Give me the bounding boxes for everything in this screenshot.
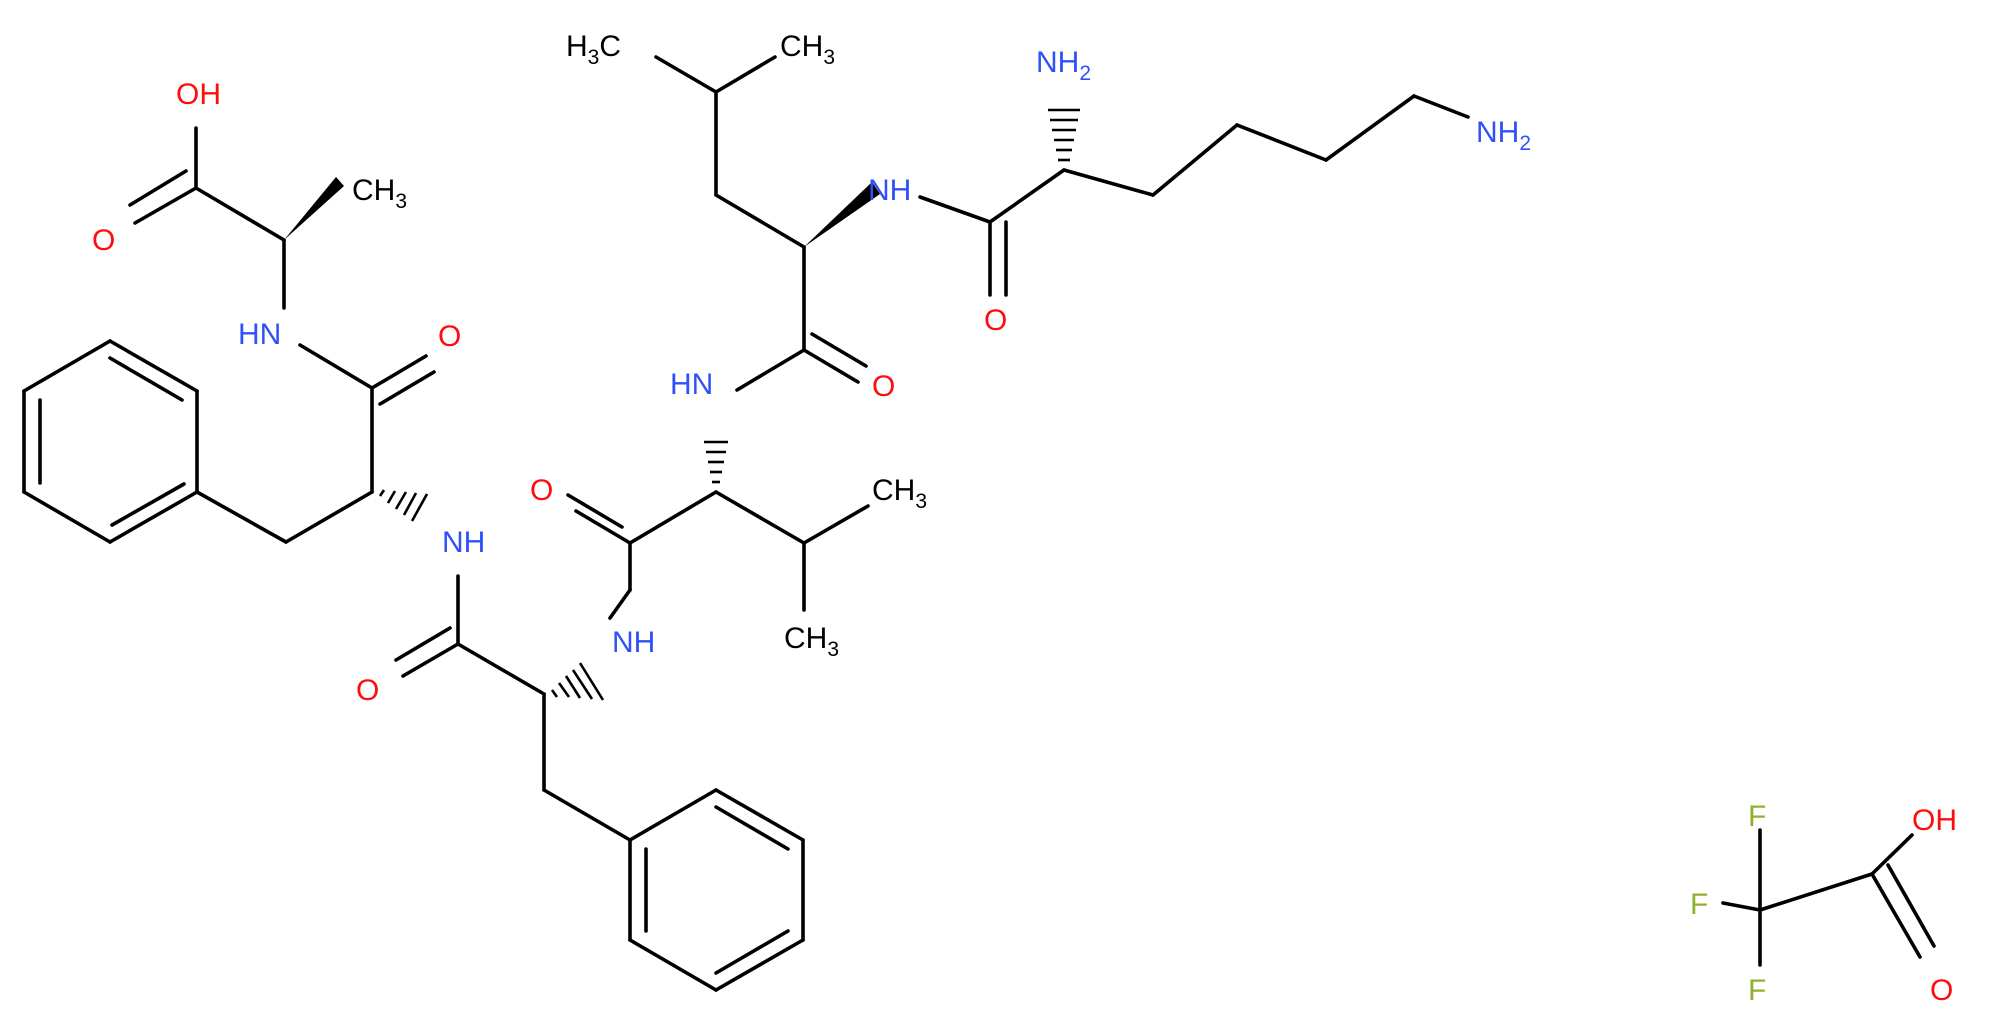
lys-carbonyl-oxygen-label: O xyxy=(984,304,1007,337)
wedge-bonds xyxy=(284,177,880,247)
lys-alpha-amine-label: NH2 xyxy=(1036,46,1091,85)
ala-carbonyl-oxygen-label: O xyxy=(92,224,115,257)
val-methyl-bottom-label: CH3 xyxy=(784,622,839,661)
phe1-amide-nh-label: HN xyxy=(238,318,281,351)
ala-methyl-label: CH3 xyxy=(352,174,407,213)
val-alpha-nh-label: HN xyxy=(670,368,713,401)
val-carbonyl-oxygen-label: O xyxy=(530,474,553,507)
tfa-fluorine-top-label: F xyxy=(1748,800,1766,833)
hashed-bonds xyxy=(378,108,1080,701)
bond-lines xyxy=(22,55,1936,992)
val-methyl-top-label: CH3 xyxy=(872,474,927,513)
leu-carbonyl-oxygen-label: O xyxy=(872,370,895,403)
tfa-hydroxyl-label: OH xyxy=(1912,804,1957,837)
phe1-alpha-nh-label: NH xyxy=(442,526,485,559)
ala-hydroxyl-label: OH xyxy=(176,78,221,111)
lys-epsilon-amine-label: NH2 xyxy=(1476,116,1531,155)
tfa-fluorine-bottom-label: F xyxy=(1748,974,1766,1007)
leu-methyl-left-label: H3C xyxy=(566,30,621,69)
phe1-carbonyl-oxygen-label: O xyxy=(438,320,461,353)
tfa-carbonyl-oxygen-label: O xyxy=(1930,974,1953,1007)
phe2-alpha-nh-label: NH xyxy=(612,626,655,659)
phe2-carbonyl-oxygen-label: O xyxy=(356,674,379,707)
leu-alpha-nh-label: NH xyxy=(868,174,911,207)
tfa-fluorine-left-label: F xyxy=(1690,888,1708,921)
leu-methyl-right-label: CH3 xyxy=(780,30,835,69)
